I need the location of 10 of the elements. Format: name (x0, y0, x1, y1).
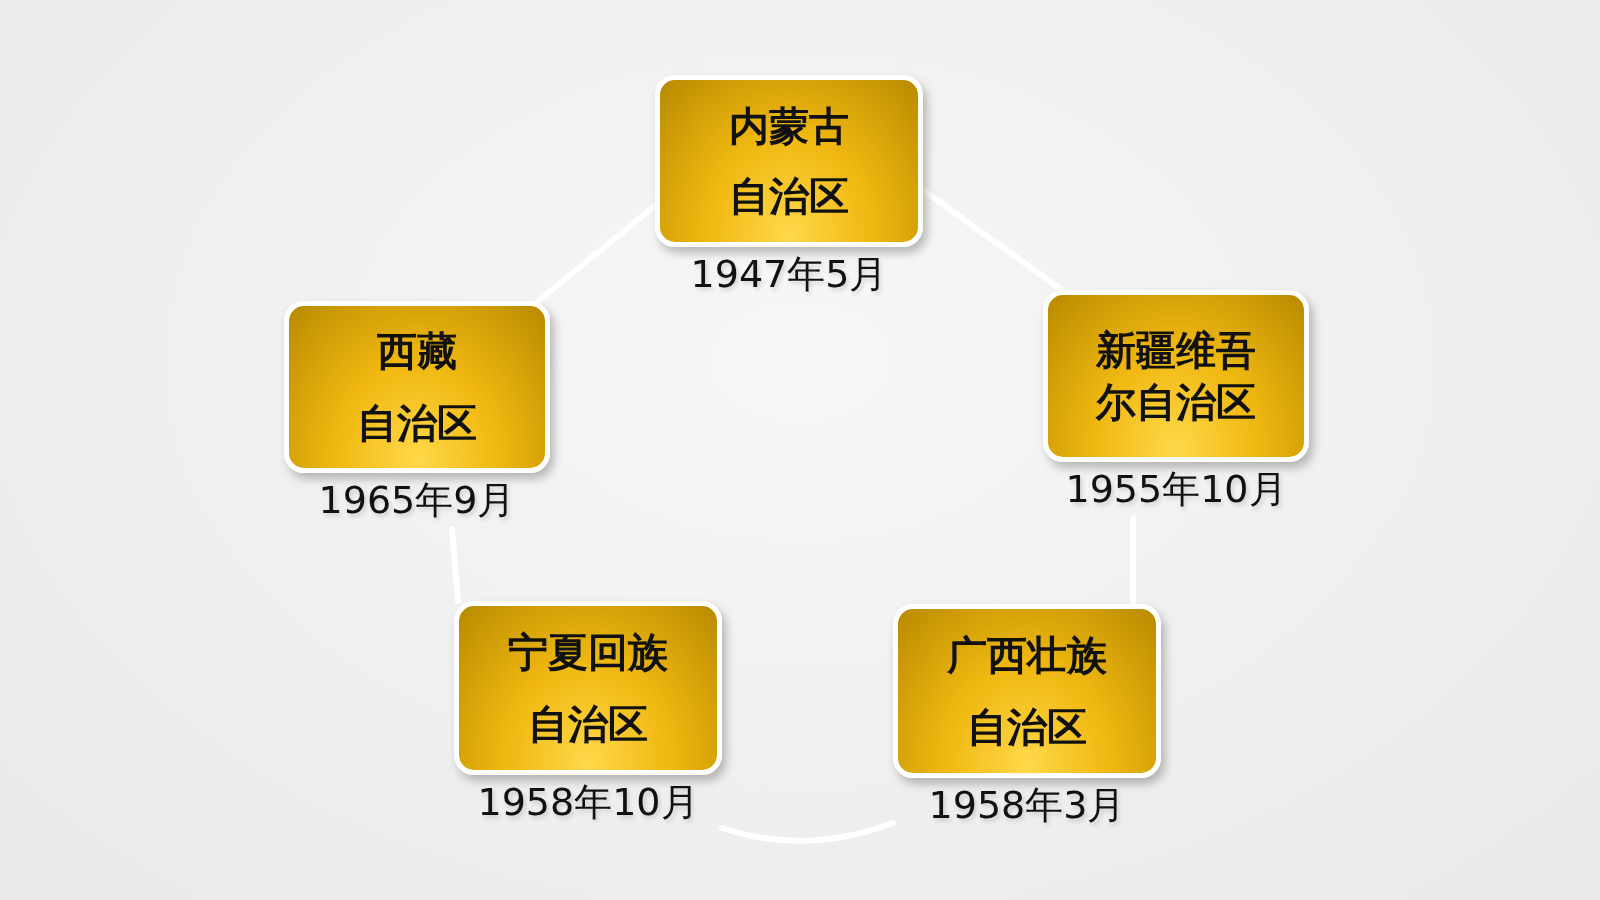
date-label: 1955年10月 (1065, 467, 1287, 511)
date-label: 1965年9月 (318, 478, 516, 522)
region-box: 广西壮族自治区 (893, 604, 1161, 778)
date-label: 1958年3月 (928, 783, 1126, 827)
date-label: 1947年5月 (690, 252, 888, 296)
region-box: 新疆维吾尔自治区 (1043, 290, 1309, 462)
region-box: 宁夏回族自治区 (454, 601, 722, 775)
region-box: 内蒙古自治区 (655, 75, 923, 247)
region-box: 西藏自治区 (284, 301, 550, 473)
date-label: 1958年10月 (477, 780, 699, 824)
